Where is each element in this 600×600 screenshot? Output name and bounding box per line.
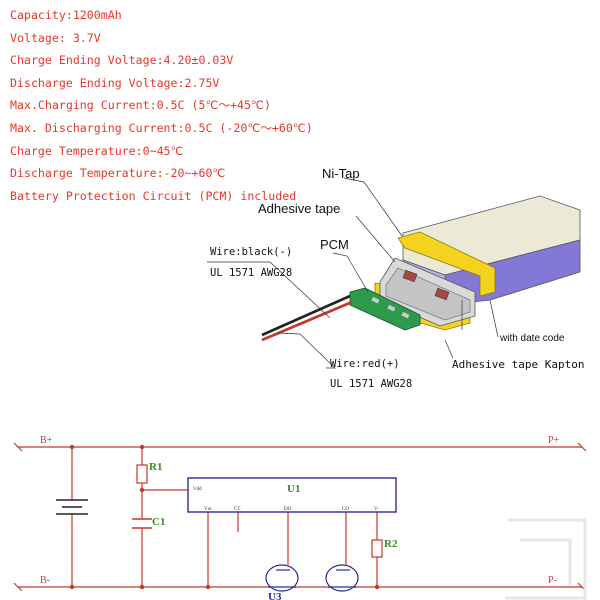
label-date-code: with date code: [499, 333, 565, 344]
pcm-board: [349, 287, 421, 331]
label-kapton: Adhesive tape Kapton: [452, 358, 584, 371]
pin-co: CO: [342, 507, 349, 512]
watermark-shape: [505, 518, 587, 600]
label-b-plus: B+: [40, 435, 53, 446]
spec-max-charging-current: Max.Charging Current:0.5C (5℃～+45℃): [10, 98, 271, 113]
resistor-r1: [136, 464, 148, 484]
spec-max-discharging-current: Max. Discharging Current:0.5C (-20℃～+60℃…: [10, 120, 313, 135]
pin-vss: Vss: [204, 507, 212, 512]
label-wire-red-spec: UL 1571 AWG28: [330, 378, 412, 390]
ni-tap: [402, 269, 418, 283]
schematic: [13, 442, 587, 592]
spec-discharge-temperature: Discharge Temperature:-20~+60℃: [10, 166, 226, 181]
label-adhesive-tape: Adhesive tape: [258, 201, 340, 216]
spec-list: Capacity:1200mAh Voltage: 3.7V Charge En…: [10, 4, 313, 207]
label-wire-black-spec: UL 1571 AWG28: [210, 267, 292, 279]
label-b-minus: B-: [40, 575, 50, 586]
resistor-r2: [371, 539, 383, 558]
label-r2: R2: [384, 538, 398, 550]
pin-ct: CT: [234, 507, 240, 512]
label-wire-red: Wire:red(+): [330, 358, 400, 370]
mosfet-u3: [265, 564, 359, 592]
label-pcm: PCM: [320, 237, 349, 252]
spec-capacity: Capacity:1200mAh: [10, 8, 122, 22]
label-p-minus: P-: [548, 575, 557, 586]
spec-charge-ending-voltage: Charge Ending Voltage:4.20±0.03V: [10, 53, 234, 68]
ic-u1: [187, 477, 397, 513]
spec-discharge-ending-voltage: Discharge Ending Voltage:2.75V: [10, 75, 220, 90]
label-c1: C1: [152, 516, 165, 528]
label-ni-tap: Ni-Tap: [322, 166, 360, 181]
pin-vm: V-: [374, 507, 379, 512]
battery-symbol: [56, 499, 88, 515]
red-wire: [261, 300, 353, 342]
pin-do: DO: [284, 507, 292, 512]
label-p-plus: P+: [548, 435, 560, 446]
spec-charge-temperature: Charge Temperature:0~45℃: [10, 143, 184, 158]
label-u1: U1: [287, 483, 300, 495]
capacitor-c1: [132, 518, 152, 529]
pin-vdd: Vdd: [193, 487, 202, 492]
label-r1: R1: [149, 461, 162, 473]
label-wire-black: Wire:black(-): [210, 246, 292, 258]
spec-voltage: Voltage: 3.7V: [10, 30, 101, 45]
kapton-tape: [397, 231, 496, 297]
black-wire: [261, 294, 351, 337]
spec-pcm: Battery Protection Circuit (PCM) include…: [10, 188, 297, 203]
label-u3: U3: [268, 591, 282, 600]
